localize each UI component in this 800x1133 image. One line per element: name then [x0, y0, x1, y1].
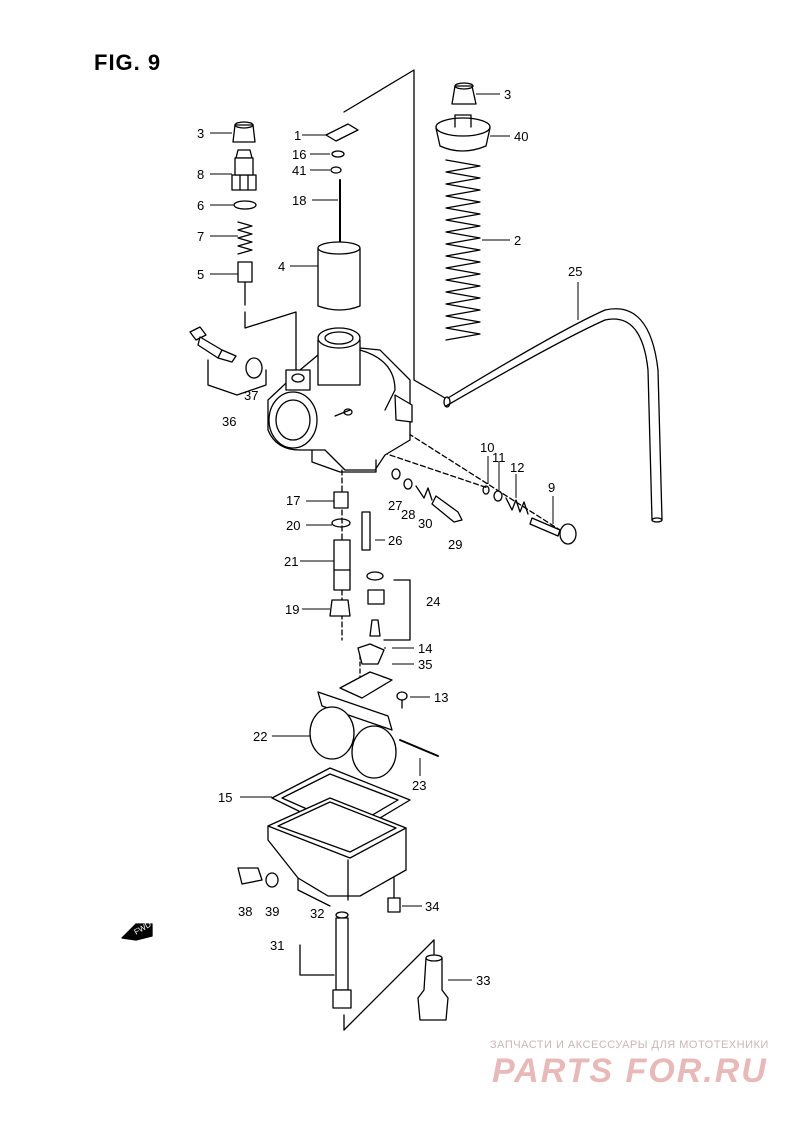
callout-20: 20 — [286, 518, 300, 533]
callout-8: 8 — [197, 167, 204, 182]
callout-28: 28 — [401, 507, 415, 522]
hose-25 — [447, 308, 663, 521]
callout-36: 36 — [222, 414, 236, 429]
jet-needle-group-line — [244, 311, 297, 371]
callout-12: 12 — [510, 460, 524, 475]
screw-13 — [396, 691, 408, 701]
ring-28 — [403, 478, 413, 490]
jet-17 — [333, 491, 349, 509]
callout-29: 29 — [448, 537, 462, 552]
callout-27: 27 — [388, 498, 402, 513]
callout-15: 15 — [218, 790, 232, 805]
callout-34: 34 — [425, 899, 439, 914]
screw-38 — [237, 867, 263, 885]
callout-6: 6 — [197, 198, 204, 213]
callout-30: 30 — [418, 516, 432, 531]
callout-38: 38 — [238, 904, 252, 919]
needle-jet-21 — [333, 539, 351, 591]
callout-33: 33 — [476, 973, 490, 988]
main-jet-19 — [329, 599, 351, 617]
washer-39 — [265, 872, 279, 888]
mixing-chamber-top-8 — [231, 174, 257, 191]
fwd-arrow — [121, 923, 153, 941]
callout-4: 4 — [278, 259, 285, 274]
callout-19: 19 — [285, 602, 299, 617]
callout-13: 13 — [434, 690, 448, 705]
callout-35: 35 — [418, 657, 432, 672]
callout-37: 37 — [244, 388, 258, 403]
jet-33 — [417, 957, 449, 1021]
callout-40: 40 — [514, 129, 528, 144]
throttle-valve-4 — [317, 247, 361, 311]
spring-30 — [415, 485, 433, 501]
washer-10 — [482, 485, 490, 495]
starter-plunger-36 — [189, 326, 207, 341]
float-arm-14 — [357, 643, 385, 665]
throttle-group-line — [343, 69, 446, 399]
callout-24: 24 — [426, 594, 440, 609]
o-ring-37 — [245, 357, 263, 379]
callout-22: 22 — [253, 729, 267, 744]
pilot-jet-26 — [361, 511, 371, 551]
needle-holder-5 — [237, 261, 253, 283]
body-tower — [317, 327, 361, 349]
ring-41 — [330, 166, 342, 174]
callout-23: 23 — [412, 778, 426, 793]
plate-35 — [339, 671, 393, 699]
spring-12 — [505, 497, 529, 515]
callout-5: 5 — [197, 267, 204, 282]
callout-9: 9 — [548, 480, 555, 495]
callout-25: 25 — [568, 264, 582, 279]
callout-2: 2 — [514, 233, 521, 248]
pilot-screw-29 — [431, 495, 463, 523]
watermark-caption: ЗАПЧАСТИ И АКСЕССУАРЫ ДЛЯ МОТОТЕХНИКИ — [490, 1039, 769, 1051]
cap-3-right — [451, 85, 477, 105]
callout-39: 39 — [265, 904, 279, 919]
jet-33-line — [343, 939, 435, 1031]
float-22 — [317, 691, 393, 731]
washer-6 — [233, 200, 257, 210]
ring-32 — [335, 911, 349, 919]
ring-24 — [366, 571, 384, 581]
figure-title: FIG. 9 — [94, 50, 162, 75]
callout-14: 14 — [418, 641, 432, 656]
bracket-36-line — [207, 359, 267, 396]
watermark-logo: PARTS FOR.RU — [492, 1052, 768, 1090]
spring-2 — [445, 159, 481, 341]
pilot-screw-axis — [374, 449, 489, 489]
ring-16 — [331, 150, 345, 158]
callout-16: 16 — [292, 147, 306, 162]
bracket-31-line — [299, 944, 335, 976]
callout-3-left: 3 — [197, 126, 204, 141]
washer-11 — [493, 490, 503, 502]
bracket-24-line — [383, 579, 411, 641]
throttle-stop-axis — [394, 424, 561, 531]
callout-3-right: 3 — [504, 87, 511, 102]
callout-17: 17 — [286, 493, 300, 508]
callout-26: 26 — [388, 533, 402, 548]
tube-31 — [335, 917, 349, 991]
callout-41: 41 — [292, 163, 306, 178]
callout-10: 10 — [480, 440, 494, 455]
callout-31: 31 — [270, 938, 284, 953]
callout-32: 32 — [310, 906, 324, 921]
drain-screw-34 — [387, 897, 401, 913]
spring-7 — [237, 221, 253, 255]
float-pin-23 — [399, 739, 439, 757]
callout-7: 7 — [197, 229, 204, 244]
callout-1: 1 — [294, 128, 301, 143]
clip-1 — [325, 123, 359, 142]
throttle-stop-screw-9 — [529, 517, 561, 537]
washer-27 — [391, 468, 401, 480]
washer-20 — [331, 518, 351, 528]
callout-11: 11 — [492, 450, 506, 465]
callout-18: 18 — [292, 193, 306, 208]
callout-21: 21 — [284, 554, 298, 569]
